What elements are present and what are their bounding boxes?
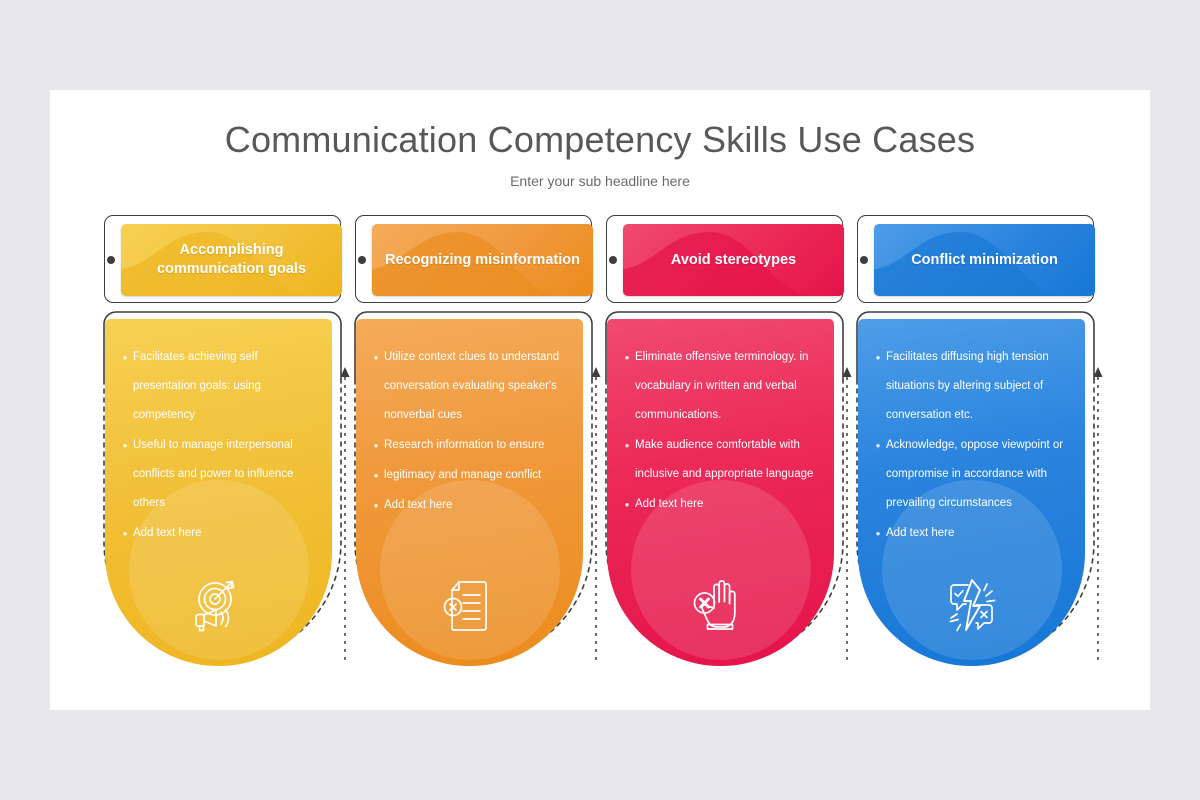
bullet-list-3: • Eliminate offensive terminology. in voc… [607,319,834,520]
target-megaphone-icon [188,574,250,636]
header-wave-decoration [372,232,593,296]
list-item[interactable]: • Facilitates diffusing high tension situ… [870,343,1071,430]
bullet-text: Eliminate offensive terminology. in voca… [635,351,809,421]
page-subtitle: Enter your sub headline here [510,173,690,189]
connector-line [340,367,350,665]
stop-hand-reject-icon [690,574,752,636]
list-item[interactable]: • Utilize context clues to understand con… [368,343,569,430]
connector-arrow-1 [340,365,350,665]
bullet-marker-icon: • [624,350,630,365]
bullet-marker-icon: • [122,350,128,365]
body-outline-path [605,311,844,662]
bullet-text: Add text here [886,527,955,539]
connector-arrow-2 [591,365,601,665]
bullet-text: Facilitates achieving self presentation … [133,351,261,421]
slide-canvas: Communication Competency Skills Use Case… [50,90,1150,710]
column-2: Recognizing misinformation • Utilize conte… [347,215,601,675]
bullet-marker-icon: • [875,526,881,541]
document-reject-icon [439,574,501,636]
connector-line [1093,367,1103,665]
list-item[interactable]: • Eliminate offensive terminology. in voc… [619,343,820,430]
bullet-text: Add text here [384,499,453,511]
bullet-marker-icon: • [373,468,379,483]
bullet-marker-icon: • [122,438,128,453]
list-item[interactable]: • Add text here [117,519,318,548]
header-chip-4[interactable]: Conflict minimization [874,224,1095,296]
list-item[interactable]: • Make audience comfortable with inclusiv… [619,431,820,489]
list-item[interactable]: • Add text here [619,490,820,519]
column-3: Avoid stereotypes • Eliminate offensive te… [598,215,852,675]
bullet-marker-icon: • [875,350,881,365]
header-connector-dot [107,256,115,264]
bullet-marker-icon: • [122,526,128,541]
bullet-list-2: • Utilize context clues to understand con… [356,319,583,521]
title-block: Communication Competency Skills Use Case… [50,118,1150,190]
bullet-text: Facilitates diffusing high tension situa… [886,351,1049,421]
list-item[interactable]: • Useful to manage interpersonal conflict… [117,431,318,518]
header-connector-dot [860,256,868,264]
speech-bubbles-conflict-icon [941,574,1003,636]
header-outline-1: Accomplishing communication goals [104,215,342,303]
bullet-text: Add text here [133,527,202,539]
column-1: Accomplishing communication goals • Facili… [96,215,350,675]
header-label-3: Avoid stereotypes [670,251,797,268]
header-label-4: Conflict minimization [911,251,1058,268]
header-outline-3: Avoid stereotypes [606,215,844,303]
connector-arrow-4 [1093,365,1103,665]
body-outline-2 [347,310,593,675]
body-outline-path [856,311,1095,662]
bullet-marker-icon: • [373,438,379,453]
bullet-marker-icon: • [624,438,630,453]
bullet-text: Research information to ensure [384,439,545,451]
header-chip-1[interactable]: Accomplishing communication goals [121,224,342,296]
body-outline-path [354,311,593,662]
bullet-text: Make audience comfortable with inclusive… [635,439,814,480]
body-panel-3: • Eliminate offensive terminology. in voc… [607,319,834,666]
body-outline-3 [598,310,844,675]
icon-backdrop-circle [630,480,811,660]
bullet-text: Acknowledge, oppose viewpoint or comprom… [886,439,1064,509]
header-outline-2: Recognizing misinformation [355,215,593,303]
icon-backdrop-circle [881,480,1062,660]
bullet-text: Add text here [635,498,704,510]
list-item[interactable]: • Facilitates achieving self presentation… [117,343,318,430]
columns-container: Accomplishing communication goals • Facili… [96,215,1106,675]
body-outline-1 [96,310,342,675]
column-4: Conflict minimization • Facilitates diffus… [849,215,1103,675]
connector-line [842,367,852,665]
list-item[interactable]: • Add text here [368,491,569,520]
bullet-list-4: • Facilitates diffusing high tension situ… [858,319,1085,549]
page-title: Communication Competency Skills Use Case… [224,119,976,160]
bullet-marker-icon: • [373,498,379,513]
list-item[interactable]: • Acknowledge, oppose viewpoint or compro… [870,431,1071,518]
connector-arrow-3 [842,365,852,665]
header-connector-dot [609,256,617,264]
bullet-text: legitimacy and manage conflict [384,469,542,481]
list-item[interactable]: • legitimacy and manage conflict [368,461,569,490]
body-panel-2: • Utilize context clues to understand con… [356,319,583,666]
header-label-2: Recognizing misinformation [385,251,580,268]
header-label-1: Accomplishing communication goals [156,242,307,277]
list-item[interactable]: • Add text here [870,519,1071,548]
header-connector-dot [358,256,366,264]
header-wave-decoration [121,232,342,296]
header-chip-3[interactable]: Avoid stereotypes [623,224,844,296]
connector-line [591,367,601,665]
bullet-text: Utilize context clues to understand conv… [384,351,560,421]
header-outline-4: Conflict minimization [857,215,1095,303]
body-outline-4 [849,310,1095,675]
header-wave-decoration [874,232,1095,296]
body-panel-1: • Facilitates achieving self presentation… [105,319,332,666]
bullet-marker-icon: • [875,438,881,453]
list-item[interactable]: • Research information to ensure [368,431,569,460]
bullet-marker-icon: • [373,350,379,365]
bullet-text: Useful to manage interpersonal conflicts… [133,439,294,509]
bullet-list-1: • Facilitates achieving self presentation… [105,319,332,549]
bullet-marker-icon: • [624,497,630,512]
body-panel-4: • Facilitates diffusing high tension situ… [858,319,1085,666]
body-outline-path [103,311,342,662]
header-chip-2[interactable]: Recognizing misinformation [372,224,593,296]
header-wave-decoration [623,232,844,296]
icon-backdrop-circle [128,480,309,660]
